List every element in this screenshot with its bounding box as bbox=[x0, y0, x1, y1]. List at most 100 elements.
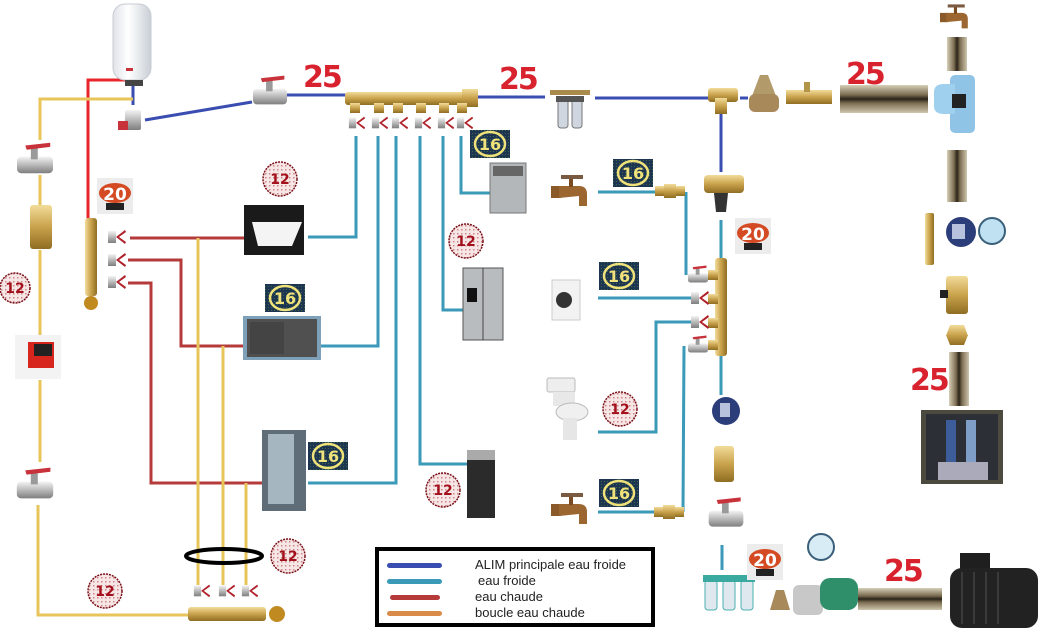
surface-pump bbox=[793, 533, 858, 615]
bottom-valve bbox=[708, 497, 744, 527]
washbasin bbox=[244, 205, 304, 255]
disconnector bbox=[704, 175, 744, 212]
rainwater-tank bbox=[950, 553, 1038, 628]
brass-valve bbox=[786, 82, 832, 104]
outdoor-tap-icon bbox=[551, 493, 587, 524]
label-diameter-25: 25 bbox=[846, 57, 884, 92]
check-valve bbox=[940, 276, 968, 314]
legend-swatch bbox=[387, 579, 442, 584]
laundry-manifold bbox=[688, 258, 727, 356]
loop-marker-ellipse bbox=[184, 547, 264, 565]
legend: ALIM principale eau froide eau froide ea… bbox=[375, 547, 655, 627]
badge-12: 12 bbox=[87, 573, 123, 609]
diameter-labels-20: 20 20 20 bbox=[97, 178, 783, 580]
label-diameter-16: 16 bbox=[608, 267, 630, 286]
k-valve-icon bbox=[241, 584, 259, 598]
legend-label: eau froide bbox=[478, 573, 536, 588]
k-valve-icon bbox=[391, 116, 409, 130]
pump-pressure-reducer bbox=[770, 590, 790, 610]
pipe-heater-outlet bbox=[86, 78, 125, 220]
pipe-cold-shower bbox=[308, 136, 398, 485]
double-filter bbox=[550, 90, 590, 129]
main-shutoff-valve-icon bbox=[253, 75, 287, 105]
legend-item-eau-chaude: eau chaude bbox=[387, 589, 652, 605]
union-fitting-icon bbox=[654, 505, 684, 519]
refrigerator bbox=[462, 267, 504, 341]
k-valve-icon bbox=[371, 116, 389, 130]
label-diameter-12: 12 bbox=[433, 483, 452, 499]
brass-tee bbox=[708, 88, 738, 114]
pipe-loop-to-loop-manifold bbox=[36, 505, 190, 617]
union-fitting-icon bbox=[655, 184, 685, 198]
legend-label: boucle eau chaude bbox=[475, 605, 585, 620]
pipe-section-25 bbox=[840, 85, 928, 113]
k-valve-icon bbox=[108, 253, 126, 267]
label-diameter-20: 20 bbox=[741, 225, 765, 245]
pipe-section-vertical bbox=[947, 37, 967, 71]
pipe-section-25 bbox=[858, 588, 942, 610]
legend-swatch bbox=[390, 595, 440, 600]
badge-20: 20 bbox=[735, 218, 771, 254]
label-diameter-12: 12 bbox=[270, 172, 289, 188]
label-diameter-12: 12 bbox=[278, 549, 297, 565]
loop-valve-icon bbox=[17, 142, 53, 174]
meter-box bbox=[921, 410, 1003, 484]
badge-12: 12 bbox=[270, 538, 306, 574]
pressure-tank bbox=[712, 397, 740, 425]
badge-12: 12 bbox=[425, 472, 461, 508]
outdoor-tap-icon bbox=[551, 175, 587, 206]
legend-item-alim-principale: ALIM principale eau froide bbox=[387, 557, 652, 573]
outdoor-tap-top bbox=[940, 4, 968, 29]
label-diameter-16: 16 bbox=[608, 484, 630, 503]
pipes-hot-water bbox=[86, 78, 262, 485]
manifold-valve-icon bbox=[688, 335, 708, 353]
badge-16: 16 bbox=[470, 130, 510, 158]
loop-manifold bbox=[184, 547, 285, 622]
k-valve-icon bbox=[691, 315, 709, 329]
badge-12: 12 bbox=[602, 391, 638, 427]
hot-manifold bbox=[84, 218, 126, 310]
badge-16: 16 bbox=[265, 284, 305, 312]
pipe-cold-handwash bbox=[418, 136, 468, 466]
k-valve-icon bbox=[348, 116, 366, 130]
badge-16: 16 bbox=[599, 479, 639, 507]
dishwasher bbox=[489, 162, 527, 214]
label-diameter-20: 20 bbox=[103, 185, 127, 205]
label-diameter-16: 16 bbox=[479, 135, 501, 154]
label-diameter-12: 12 bbox=[456, 234, 475, 250]
handwash-basin bbox=[467, 450, 495, 518]
pipe-to-heater-valve bbox=[144, 100, 253, 122]
k-valve-icon bbox=[437, 116, 455, 130]
k-valve-icon bbox=[414, 116, 432, 130]
pipe-section-vertical bbox=[949, 352, 969, 406]
non-return-valve bbox=[714, 446, 734, 482]
main-manifold bbox=[345, 89, 478, 113]
pipe-hot-to-shower bbox=[128, 281, 262, 485]
k-valve-icon bbox=[456, 116, 474, 130]
label-diameter-20: 20 bbox=[753, 551, 777, 571]
badge-16: 16 bbox=[308, 442, 348, 470]
badge-16: 16 bbox=[599, 262, 639, 290]
k-valve-icon bbox=[691, 291, 709, 305]
safety-group bbox=[118, 110, 141, 130]
pe-tee-fitting bbox=[934, 75, 975, 133]
legend-item-eau-froide: eau froide bbox=[387, 573, 652, 589]
main-manifold-valves bbox=[348, 116, 474, 130]
pipe-cold-basin bbox=[308, 136, 358, 239]
shower-cabin bbox=[262, 430, 306, 511]
label-diameter-16: 16 bbox=[622, 164, 644, 183]
label-diameter-25: 25 bbox=[884, 554, 922, 589]
label-diameter-25: 25 bbox=[910, 363, 948, 398]
circulator-pump bbox=[15, 335, 61, 379]
label-diameter-25: 25 bbox=[499, 62, 537, 97]
pipe-adapter bbox=[946, 325, 968, 345]
diameter-labels-12: 12 12 12 12 12 12 12 bbox=[0, 161, 638, 609]
badge-16: 16 bbox=[613, 159, 653, 187]
pipe-cold-manifold-tap-2 bbox=[681, 345, 686, 513]
k-valve-icon bbox=[193, 584, 211, 598]
pipe-section-vertical bbox=[947, 150, 967, 202]
diameter-labels-16: 16 16 16 16 16 16 bbox=[265, 130, 653, 507]
legend-label: ALIM principale eau froide bbox=[475, 557, 627, 572]
meter-assembly bbox=[925, 213, 1006, 265]
